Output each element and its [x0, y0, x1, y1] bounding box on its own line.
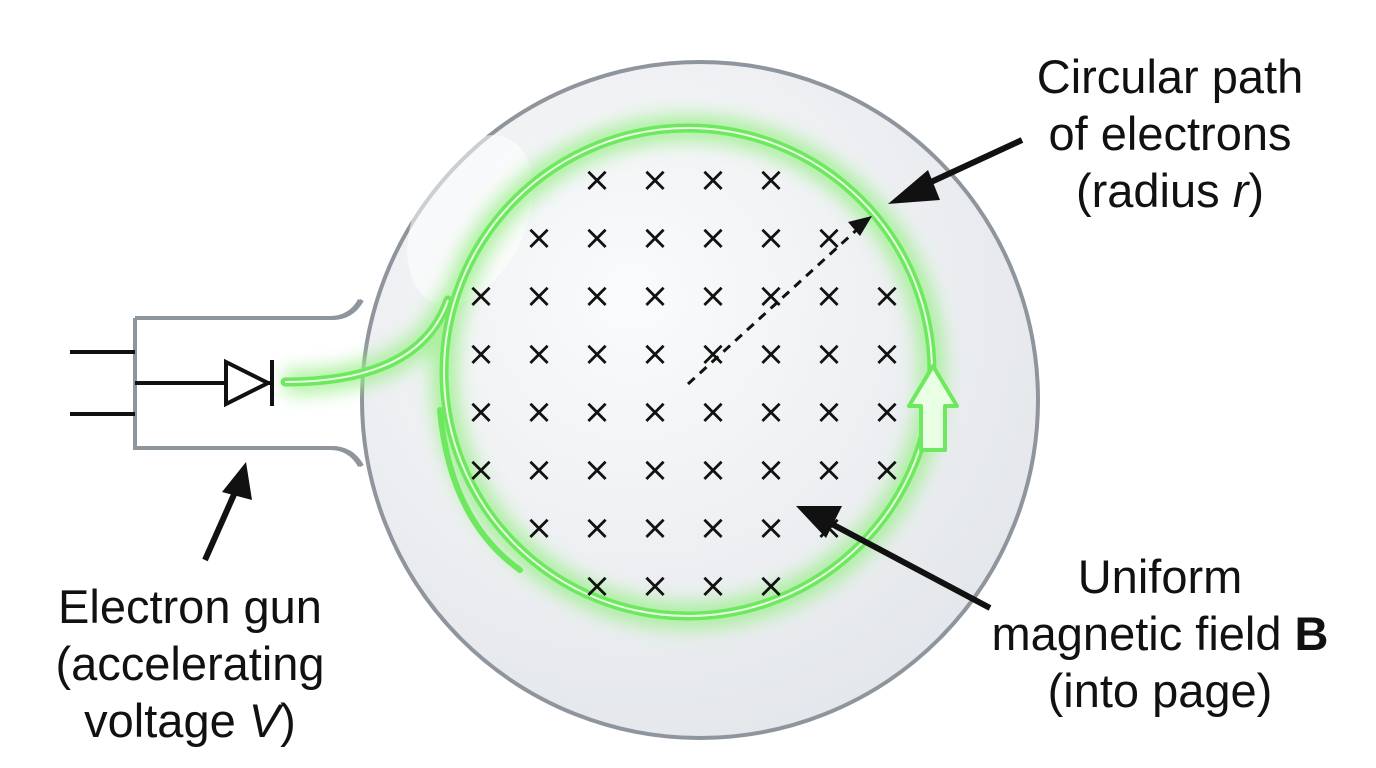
field-marker: ×	[641, 160, 670, 200]
label-magnetic-field-line2: magnetic field B	[950, 605, 1370, 662]
field-marker: ×	[583, 566, 612, 606]
label-radius-prefix: (radius	[1075, 164, 1233, 217]
callout-arrows	[202, 137, 1024, 611]
field-marker: ×	[699, 508, 728, 548]
label-field-prefix: magnetic field	[991, 607, 1295, 660]
callout-arrow-path	[916, 137, 1024, 191]
field-marker: ×	[757, 566, 786, 606]
field-marker: ×	[525, 276, 554, 316]
label-voltage-prefix: voltage	[84, 694, 249, 747]
label-circular-path: Circular path of electrons (radius r)	[1000, 48, 1340, 219]
label-magnetic-field-line3: (into page)	[1047, 664, 1273, 717]
field-marker: ×	[873, 334, 902, 374]
field-marker: ×	[815, 450, 844, 490]
field-marker: ×	[525, 392, 554, 432]
label-voltage-var: V	[248, 694, 281, 747]
field-marker: ×	[757, 508, 786, 548]
label-electron-gun-line3: voltage V)	[20, 692, 360, 749]
field-marker: ×	[525, 508, 554, 548]
field-marker: ×	[873, 276, 902, 316]
field-marker: ×	[757, 334, 786, 374]
field-marker: ×	[583, 508, 612, 548]
label-radius-suffix: )	[1248, 164, 1265, 217]
field-marker: ×	[815, 276, 844, 316]
field-marker: ×	[583, 218, 612, 258]
label-electron-gun-line2: (accelerating	[55, 637, 325, 690]
label-circular-path-line3: (radius r)	[1000, 162, 1340, 219]
field-marker: ×	[699, 160, 728, 200]
diode-symbol-icon	[224, 358, 273, 408]
field-marker: ×	[641, 392, 670, 432]
radius-arrowhead	[848, 216, 872, 236]
field-marker: ×	[815, 392, 844, 432]
field-marker: ×	[467, 334, 496, 374]
field-marker: ×	[641, 566, 670, 606]
label-radius-var: r	[1232, 164, 1249, 217]
field-marker: ×	[641, 450, 670, 490]
field-marker: ×	[641, 334, 670, 374]
label-circular-path-line1: Circular path	[1036, 50, 1304, 103]
field-marker: ×	[699, 334, 728, 374]
field-marker: ×	[467, 276, 496, 316]
field-marker: ×	[815, 218, 844, 258]
field-marker: ×	[699, 566, 728, 606]
field-marker: ×	[873, 392, 902, 432]
field-marker: ×	[757, 160, 786, 200]
field-marker: ×	[583, 334, 612, 374]
callout-arrowhead-gun	[222, 462, 252, 500]
label-electron-gun-line1: Electron gun	[58, 580, 322, 633]
label-circular-path-line2: of electrons	[1048, 107, 1292, 160]
callout-arrow-gun	[202, 488, 239, 562]
callout-arrowhead-path	[888, 170, 940, 204]
label-voltage-suffix: )	[280, 694, 296, 747]
field-marker: ×	[699, 276, 728, 316]
field-marker: ×	[757, 450, 786, 490]
label-field-symbol: B	[1294, 607, 1329, 660]
electron-gun-symbol	[70, 350, 274, 416]
bulb-highlight	[407, 135, 533, 305]
field-marker: ×	[641, 276, 670, 316]
field-marker: ×	[525, 450, 554, 490]
label-magnetic-field-line1: Uniform	[1077, 550, 1243, 603]
electron-beam-inner-trail	[437, 407, 523, 573]
field-marker: ×	[525, 334, 554, 374]
beam-direction-arrow-icon	[907, 364, 959, 452]
callout-arrowhead-field	[796, 506, 842, 538]
field-marker: ×	[583, 276, 612, 316]
field-marker: ×	[699, 392, 728, 432]
field-marker: ×	[699, 218, 728, 258]
field-marker: ×	[583, 392, 612, 432]
label-electron-gun: Electron gun (accelerating voltage V)	[20, 578, 360, 749]
field-marker: ×	[757, 392, 786, 432]
gun-tube-border	[133, 298, 364, 468]
field-marker: ×	[583, 160, 612, 200]
field-marker: ×	[467, 392, 496, 432]
field-marker: ×	[641, 508, 670, 548]
field-marker: ×	[873, 450, 902, 490]
callout-arrow-field	[826, 519, 992, 611]
magnetic-field-markers: × × × × × × × × × × × × × × × × × × × × × × × × × × × × × × × × × × × × × × × ×…	[467, 160, 902, 606]
radius-dashed-arrow	[686, 223, 864, 386]
label-magnetic-field: Uniform magnetic field B (into page)	[950, 548, 1370, 719]
field-marker: ×	[467, 450, 496, 490]
electron-beam-entry-core	[284, 299, 449, 383]
field-marker: ×	[757, 218, 786, 258]
field-marker: ×	[525, 218, 554, 258]
field-marker: ×	[583, 450, 612, 490]
field-marker: ×	[815, 334, 844, 374]
field-marker: ×	[757, 276, 786, 316]
field-marker: ×	[699, 450, 728, 490]
field-marker: ×	[641, 218, 670, 258]
